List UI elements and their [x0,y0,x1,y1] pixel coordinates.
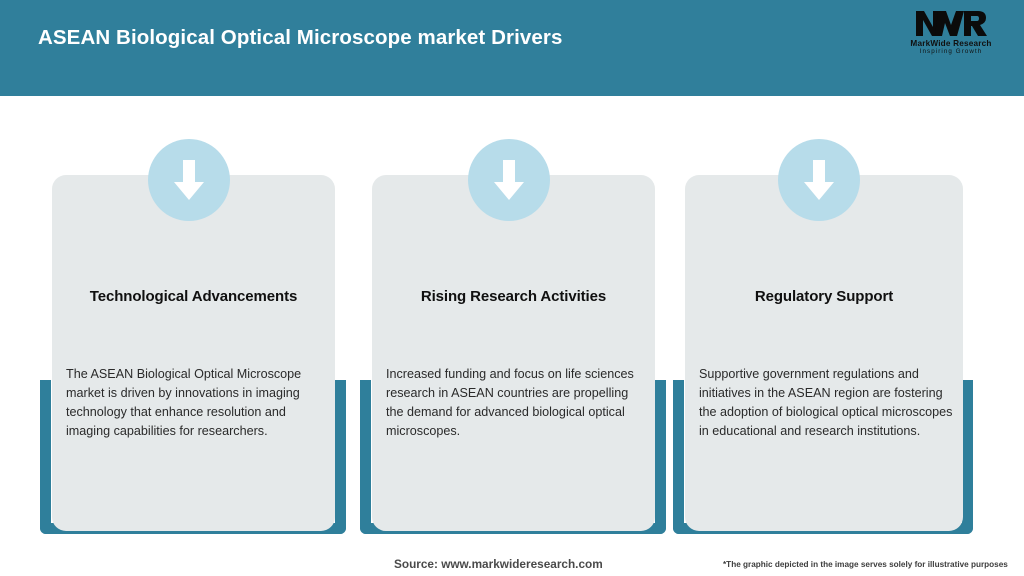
card-title: Regulatory Support [754,288,894,305]
card-surface: Technological Advancements The ASEAN Bio… [52,175,335,531]
down-arrow-icon [468,139,550,221]
mwr-logo-icon [916,11,987,36]
driver-card-2[interactable]: Rising Research Activities Increased fun… [360,139,680,539]
down-arrow-glyph [494,160,524,200]
down-arrow-glyph [174,160,204,200]
disclaimer-label: *The graphic depicted in the image serve… [723,560,1008,569]
logo-company-name: MarkWide Research [910,39,992,48]
page-title: ASEAN Biological Optical Microscope mark… [38,26,563,49]
card-body-text: Supportive government regulations and in… [699,367,953,438]
driver-card-1[interactable]: Technological Advancements The ASEAN Bio… [40,139,360,539]
card-title: Technological Advancements [89,288,298,305]
card-title: Rising Research Activities [420,288,607,305]
down-arrow-icon [148,139,230,221]
logo-tagline: Inspiring Growth [919,48,983,55]
card-body-text: The ASEAN Biological Optical Microscope … [66,367,302,438]
header-bar: ASEAN Biological Optical Microscope mark… [0,0,1024,96]
source-label: Source: www.markwideresearch.com [394,557,603,571]
driver-card-3[interactable]: Regulatory Support Supportive government… [673,139,993,539]
down-arrow-icon [778,139,860,221]
card-surface: Regulatory Support Supportive government… [685,175,963,531]
card-body-text: Increased funding and focus on life scie… [386,367,634,438]
brand-logo: MarkWide Research Inspiring Growth [896,8,1006,70]
card-surface: Rising Research Activities Increased fun… [372,175,655,531]
down-arrow-glyph [804,160,834,200]
